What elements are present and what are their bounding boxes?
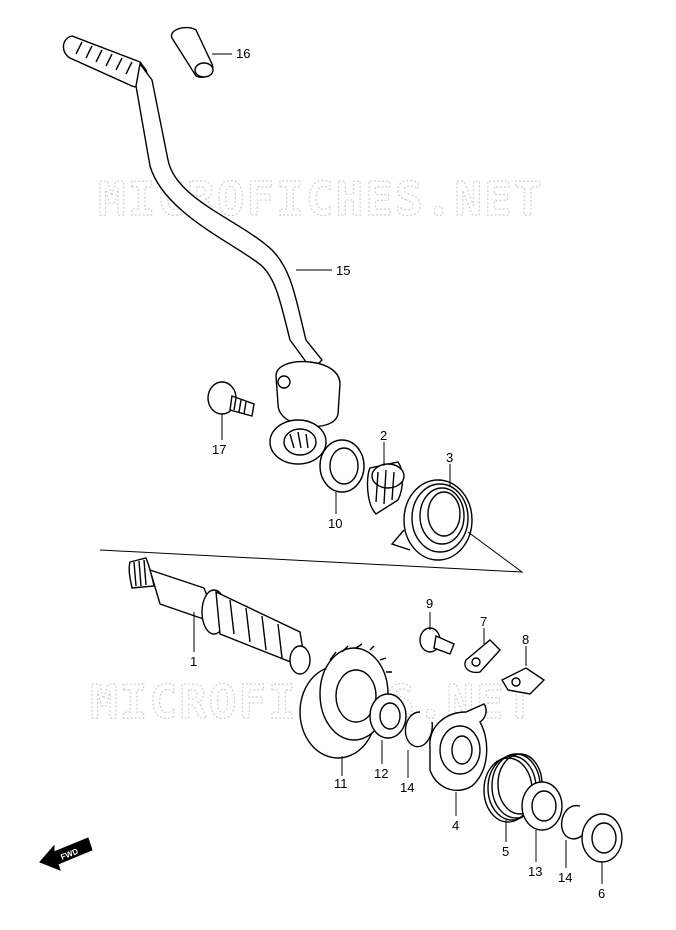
- part-label-3: 3: [446, 450, 453, 465]
- part-label-7: 7: [480, 614, 487, 629]
- ratchet-part-4: [429, 703, 488, 791]
- cap-part-16: [170, 26, 214, 78]
- part-label-15: 15: [336, 263, 350, 278]
- part-label-17: 17: [212, 442, 226, 457]
- part-label-12: 12: [374, 766, 388, 781]
- kick-shaft-part-1: [128, 557, 311, 675]
- part-label-4: 4: [452, 818, 459, 833]
- washer-part-12: [369, 693, 407, 739]
- part-label-14-lower: 14: [558, 870, 572, 885]
- kick-gear-part-11: [299, 643, 392, 759]
- stopper-plate-part-7: [464, 639, 501, 674]
- part-label-10: 10: [328, 516, 342, 531]
- spring-part-3: [390, 479, 473, 561]
- washer-part-6: [581, 813, 623, 863]
- oil-seal-part-10: [319, 439, 365, 493]
- part-label-13: 13: [528, 864, 542, 879]
- assembly-axis-line: [99, 531, 524, 573]
- stopper-plate-part-8: [501, 667, 546, 695]
- leader-lines: [193, 53, 603, 884]
- part-label-5: 5: [502, 844, 509, 859]
- washer-part-13: [521, 781, 563, 831]
- guide-part-2: [366, 461, 405, 515]
- part-label-8: 8: [522, 632, 529, 647]
- bolt-part-9: [419, 627, 455, 655]
- part-label-1: 1: [190, 654, 197, 669]
- part-label-11: 11: [334, 776, 348, 791]
- part-label-6: 6: [598, 886, 605, 901]
- part-label-9: 9: [426, 596, 433, 611]
- kick-lever-part-15: [62, 35, 341, 465]
- forward-direction-arrow-icon: FWD: [39, 837, 93, 871]
- part-label-2: 2: [380, 428, 387, 443]
- part-label-16: 16: [236, 46, 250, 61]
- bolt-part-17: [207, 381, 255, 417]
- part-label-14-upper: 14: [400, 780, 414, 795]
